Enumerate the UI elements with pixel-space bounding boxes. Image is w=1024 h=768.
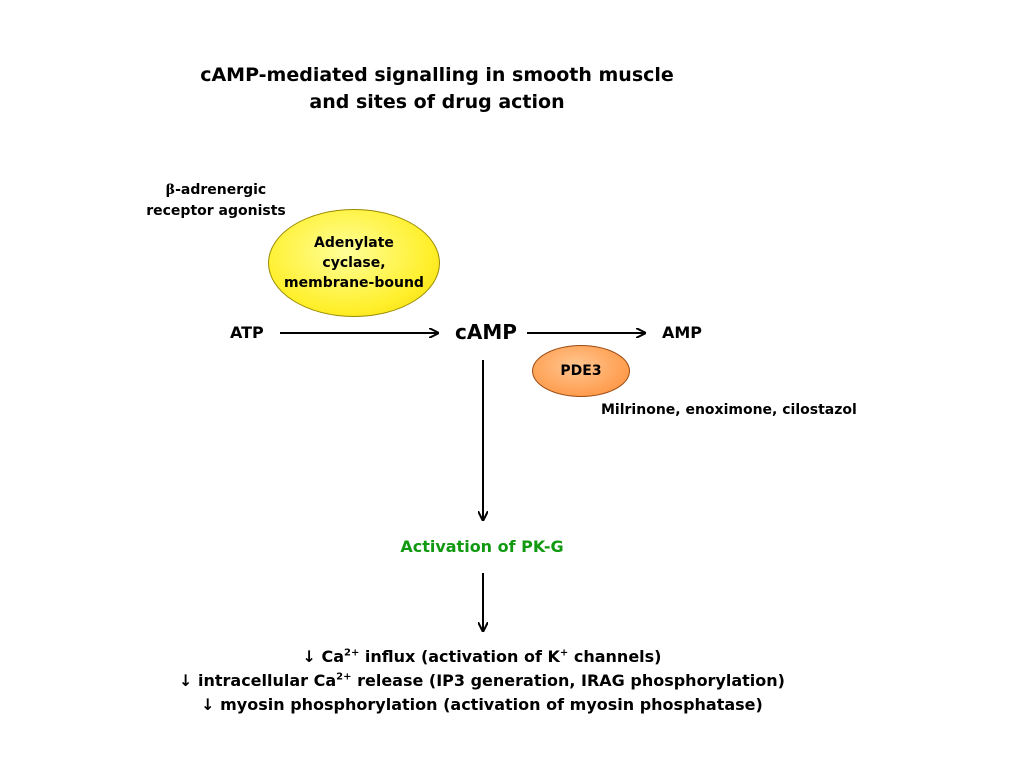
amp-label: AMP bbox=[662, 323, 703, 342]
beta-symbol: β bbox=[165, 182, 176, 198]
page-title: cAMP-mediated signalling in smooth muscl… bbox=[150, 62, 724, 116]
atp-label: ATP bbox=[230, 323, 264, 342]
down-arrow-icon: ↓ bbox=[179, 671, 193, 690]
beta-agonists-label: β-adrenergic receptor agonists bbox=[130, 180, 302, 222]
effect-line-ca-release: ↓ intracellular Ca2+ release (IP3 genera… bbox=[179, 671, 785, 690]
adenylate-cyclase-line-1: Adenylate bbox=[314, 235, 394, 251]
pde3-node: PDE3 bbox=[532, 345, 630, 397]
downstream-effects: ↓ Ca2+ influx (activation of K+ channels… bbox=[70, 645, 894, 717]
down-arrow-icon: ↓ bbox=[201, 695, 215, 714]
title-line-1: cAMP-mediated signalling in smooth muscl… bbox=[200, 64, 674, 86]
adenylate-cyclase-label: Adenylate cyclase, membrane-bound bbox=[284, 233, 424, 293]
title-line-2: and sites of drug action bbox=[309, 91, 565, 113]
adenylate-cyclase-line-3: membrane-bound bbox=[284, 275, 424, 291]
down-arrow-icon: ↓ bbox=[302, 647, 316, 666]
beta-agonists-line-2: receptor agonists bbox=[146, 203, 286, 219]
pde3-label: PDE3 bbox=[560, 363, 602, 379]
pkg-activation-label: Activation of PK-G bbox=[400, 537, 564, 556]
pde3-inhibitors-label: Milrinone, enoximone, cilostazol bbox=[601, 402, 857, 418]
beta-agonists-line-1: β-adrenergic bbox=[130, 180, 302, 201]
beta-adrenergic-text: -adrenergic bbox=[175, 182, 267, 198]
effect-line-myosin: ↓ myosin phosphorylation (activation of … bbox=[201, 695, 763, 714]
adenylate-cyclase-node: Adenylate cyclase, membrane-bound bbox=[268, 209, 440, 317]
effect-line-ca-influx: ↓ Ca2+ influx (activation of K+ channels… bbox=[302, 647, 662, 666]
camp-label: cAMP bbox=[455, 320, 517, 344]
adenylate-cyclase-line-2: cyclase, bbox=[322, 255, 386, 271]
